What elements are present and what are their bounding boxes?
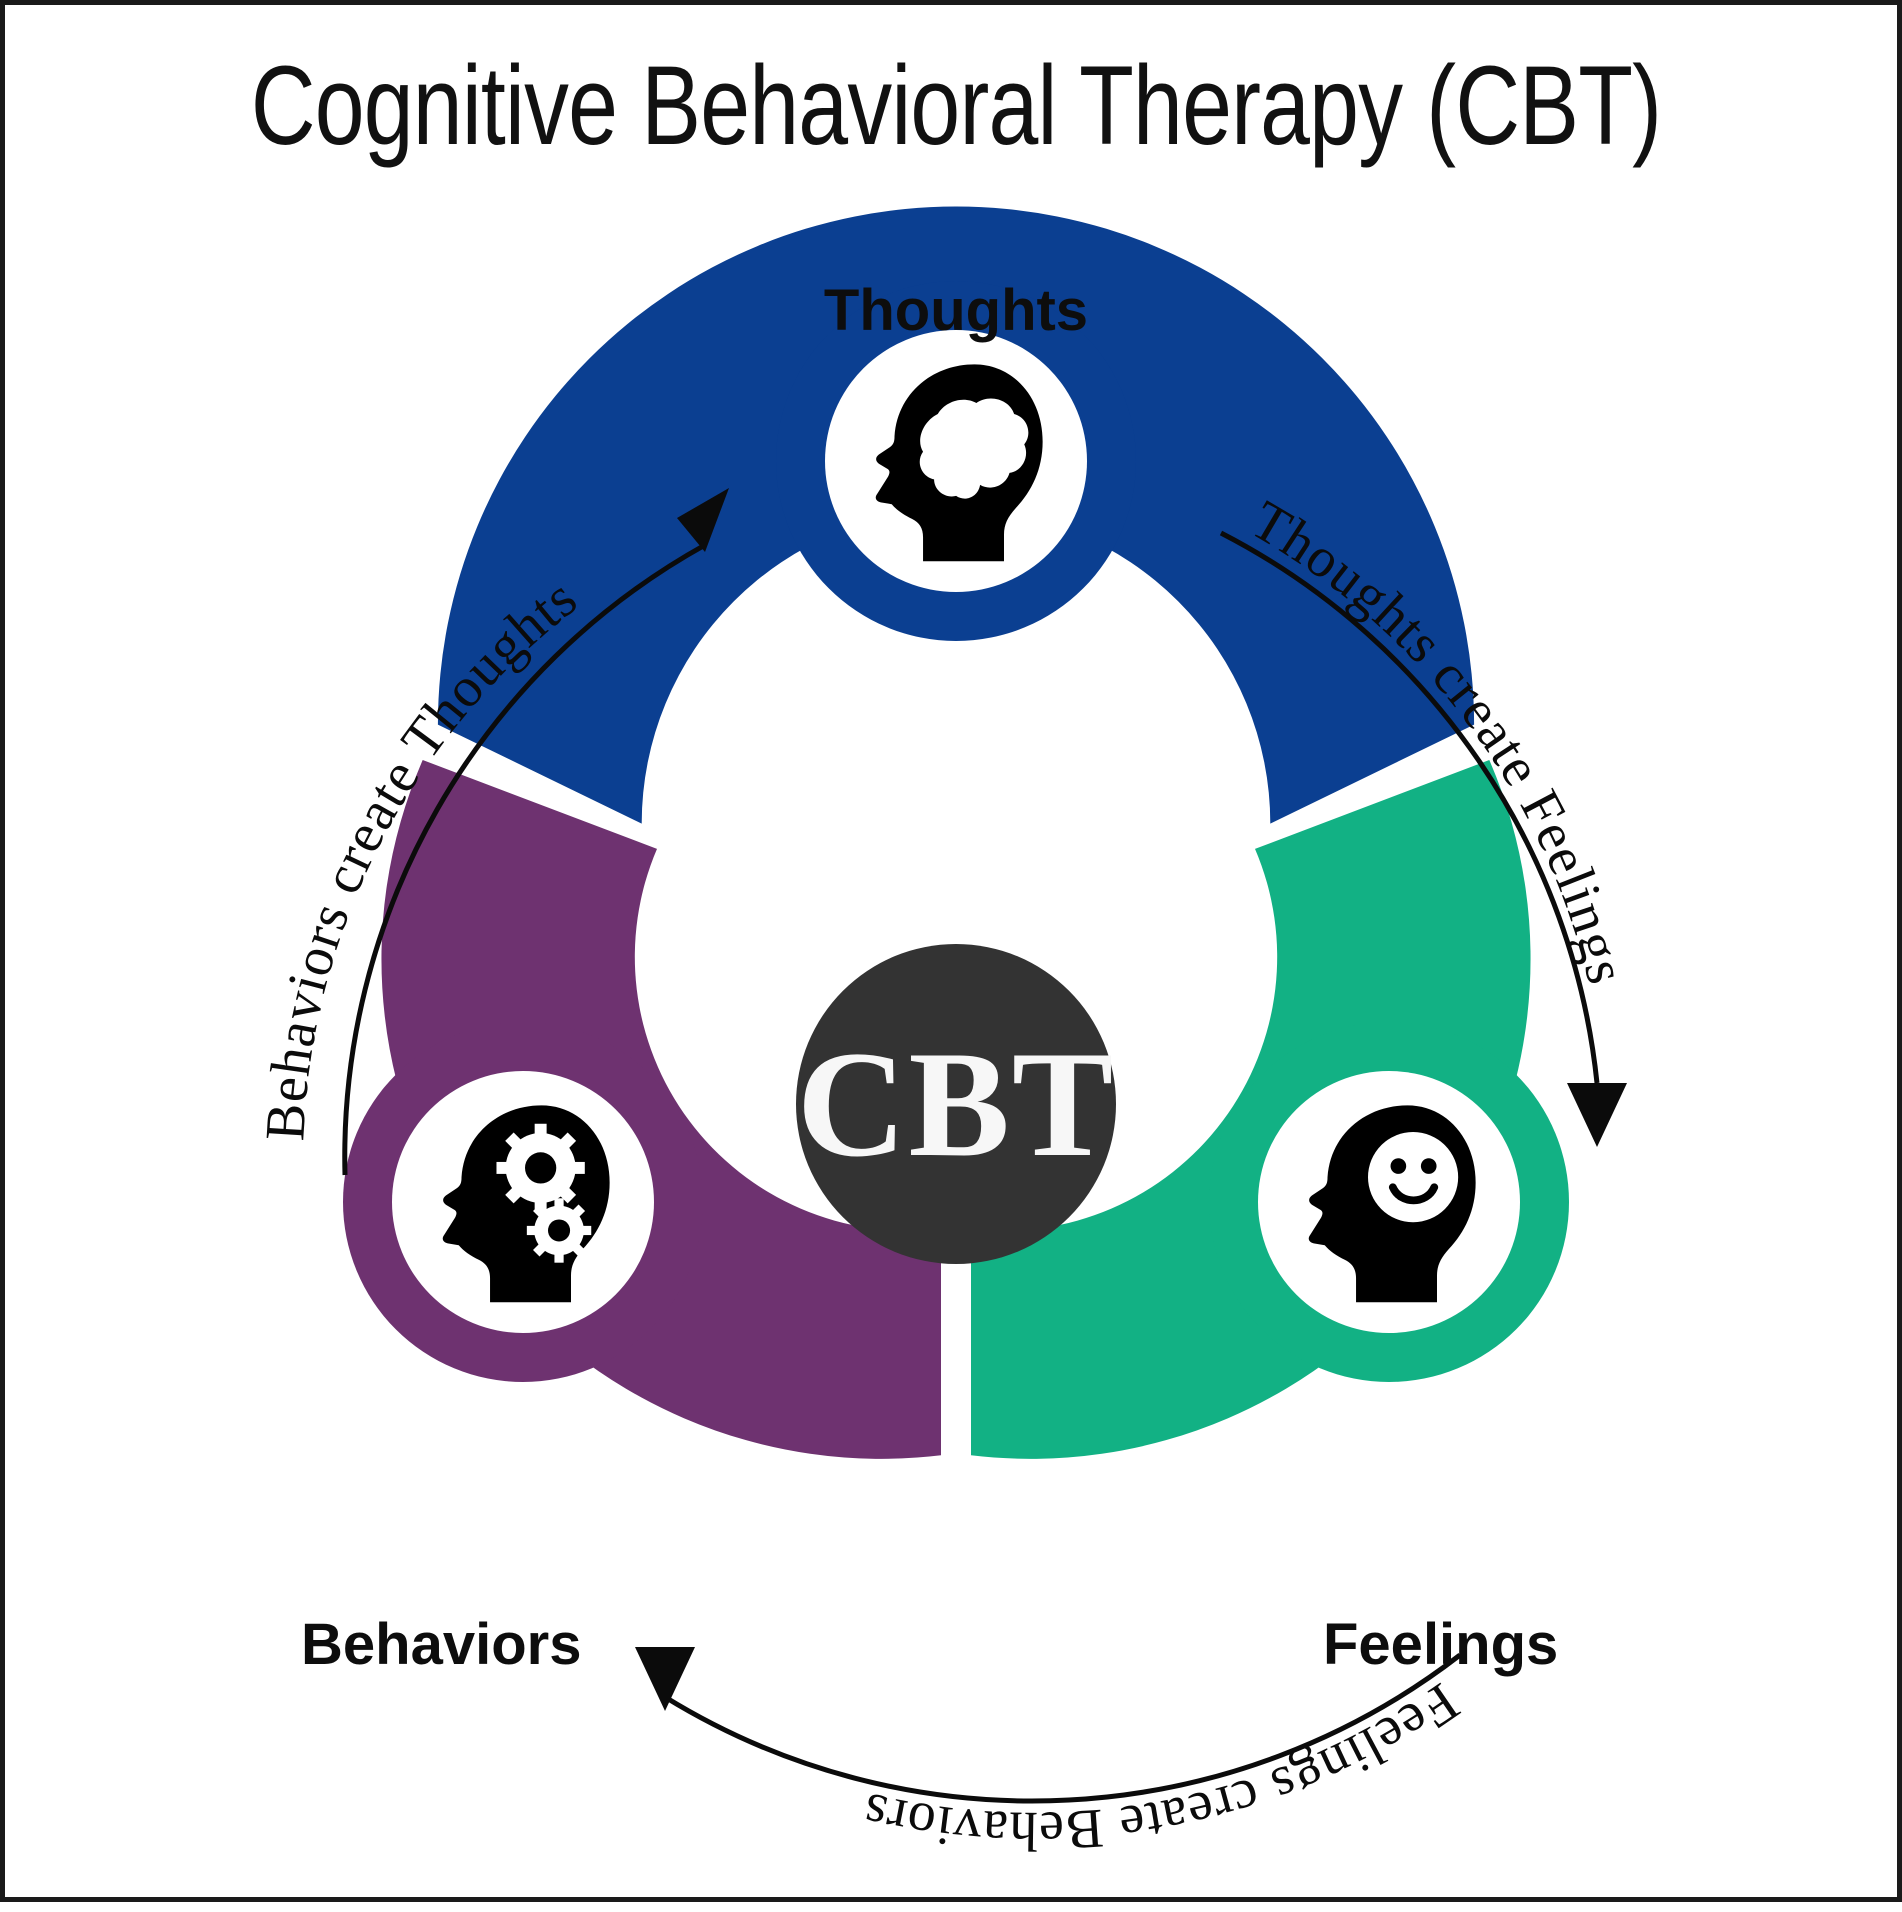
arrow-line-left bbox=[342, 542, 707, 1176]
node-behaviors[interactable] bbox=[343, 1022, 703, 1382]
head-with-smiley-icon bbox=[1308, 1105, 1476, 1303]
head-with-gears-icon bbox=[442, 1105, 610, 1303]
cbt-cycle-diagram: CBT Thoughts create Feelings Behaviors c… bbox=[5, 5, 1902, 1907]
arrow-head-bottom bbox=[635, 1647, 695, 1711]
head-with-brain-icon bbox=[875, 364, 1043, 562]
cbt-label: CBT bbox=[797, 1020, 1116, 1188]
page-title: Cognitive Behavioral Therapy (CBT) bbox=[250, 43, 1662, 168]
arrow-line-bottom bbox=[663, 1653, 1462, 1804]
arrow-head-right bbox=[1567, 1083, 1627, 1147]
node-thoughts[interactable] bbox=[776, 281, 1136, 641]
arrow-feelings-to-behaviors: Feelings create Behaviors bbox=[635, 1647, 1470, 1862]
node-label-thoughts: Thoughts bbox=[823, 278, 1089, 343]
cbt-circle bbox=[796, 944, 1116, 1264]
center-cbt-badge[interactable]: CBT bbox=[796, 944, 1116, 1264]
node-label-feelings: Feelings bbox=[1323, 1612, 1559, 1677]
cbt-diagram-svg: CBT Thoughts create Feelings Behaviors c… bbox=[254, 206, 1636, 1862]
arrow-head-left bbox=[677, 488, 729, 552]
node-label-behaviors: Behaviors bbox=[301, 1612, 582, 1677]
node-feelings[interactable] bbox=[1209, 1022, 1569, 1382]
arrow-label-bottom: Feelings create Behaviors bbox=[857, 1671, 1470, 1862]
arrow-line-right bbox=[1219, 530, 1600, 1084]
segment-thoughts[interactable] bbox=[437, 206, 1475, 824]
